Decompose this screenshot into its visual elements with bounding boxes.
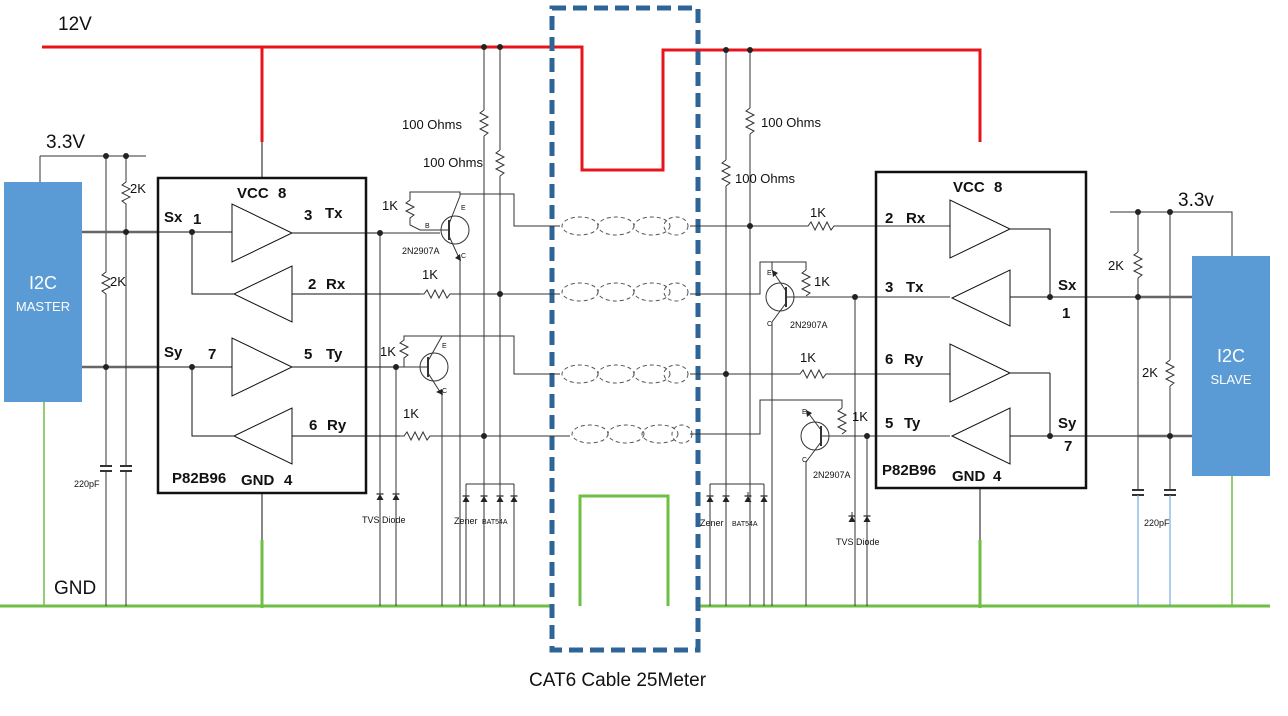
left-res-100-b: 100 Ohms	[423, 155, 483, 170]
right-pin-rx: Rx	[906, 210, 926, 227]
left-pullup-mid-label: 2K	[110, 274, 126, 289]
left-bat-label: BAT54A	[482, 519, 508, 526]
left-pin-tx: Tx	[325, 205, 343, 222]
left-pin-ty-num: 5	[304, 346, 312, 363]
label-left-3v3: 3.3V	[46, 132, 85, 153]
left-vcc-pin: 8	[278, 185, 286, 202]
right-cap-label: 220pF	[1144, 518, 1170, 528]
left-vcc-label: VCC	[237, 185, 269, 202]
left-gnd-pin: 4	[284, 472, 293, 489]
left-tvs-label: TVS Diode	[362, 515, 406, 525]
cable-caption: CAT6 Cable 25Meter	[529, 670, 707, 691]
right-chip-name: P82B96	[882, 462, 936, 479]
right-pin-ry: Ry	[904, 351, 924, 368]
right-tvs-label: TVS Diode	[836, 537, 880, 547]
right-pin-ty: Ty	[904, 415, 921, 432]
left-pin-e: E	[461, 205, 466, 212]
slave-label-line2: SLAVE	[1211, 372, 1252, 387]
twisted-pairs	[561, 216, 693, 444]
right-gnd-pin: 4	[993, 468, 1002, 485]
right-res-1k-b: 1K	[814, 274, 830, 289]
right-res-100-a: 100 Ohms	[761, 115, 821, 130]
right-pin-rx-num: 2	[885, 210, 893, 227]
right-gnd-label: GND	[952, 468, 986, 485]
right-transistor-a-label: 2N2907A	[790, 320, 828, 330]
right-buffer-network	[690, 50, 950, 606]
ground-rail	[0, 402, 1270, 608]
left-signal-lines	[82, 230, 158, 369]
right-pin-e: E	[767, 270, 772, 277]
right-res-100-b: 100 Ohms	[735, 171, 795, 186]
cat6-cable-boundary	[549, 5, 701, 653]
power-12v-rail	[42, 45, 982, 172]
right-p82b96-chip	[874, 170, 1088, 490]
left-pin-rx-num: 2	[308, 276, 316, 293]
left-res-100-a: 100 Ohms	[402, 117, 462, 132]
master-label-line2: MASTER	[16, 299, 70, 314]
left-pin-sx: Sx	[164, 209, 183, 226]
right-pin-sx: Sx	[1058, 277, 1077, 294]
left-pin-c2: C	[442, 388, 447, 395]
left-gnd-label: GND	[241, 472, 275, 489]
i2c-slave-module	[1192, 256, 1270, 476]
right-pin-ry-num: 6	[885, 351, 893, 368]
right-res-1k-c: 1K	[800, 350, 816, 365]
left-pin-ty: Ty	[326, 346, 343, 363]
right-diodes	[705, 491, 872, 523]
right-zener-label: Zener	[700, 518, 724, 528]
right-pullup-a-label: 2K	[1108, 258, 1124, 273]
label-gnd: GND	[54, 578, 96, 599]
left-res-1k-b: 1K	[422, 267, 438, 282]
right-bat-label: BAT54A	[732, 521, 758, 528]
right-res-1k-a: 1K	[810, 205, 826, 220]
right-vcc-pin: 8	[994, 179, 1002, 196]
left-pin-sy: Sy	[164, 344, 183, 361]
left-pin-ry: Ry	[327, 417, 347, 434]
left-cap-label: 220pF	[74, 479, 100, 489]
left-pin-ry-num: 6	[309, 417, 317, 434]
right-res-1k-d: 1K	[852, 409, 868, 424]
slave-label-line1: I2C	[1217, 346, 1245, 366]
left-res-1k-c: 1K	[380, 344, 396, 359]
left-p82b96-chip	[156, 176, 368, 495]
left-chip-name: P82B96	[172, 470, 226, 487]
left-transistor-label: 2N2907A	[402, 246, 440, 256]
left-buffer-network	[379, 47, 570, 606]
label-12v: 12V	[58, 14, 92, 35]
label-right-3v3: 3.3v	[1178, 190, 1214, 211]
left-pin-c: C	[461, 253, 466, 260]
right-pin-tx: Tx	[906, 279, 924, 296]
left-pin-b: B	[425, 223, 430, 230]
left-zener-label: Zener	[454, 516, 478, 526]
right-pin-tx-num: 3	[885, 279, 893, 296]
right-pin-ty-num: 5	[885, 415, 893, 432]
i2c-master-module	[4, 182, 82, 402]
left-pin-tx-num: 3	[304, 207, 312, 224]
right-pullup-b-label: 2K	[1142, 365, 1158, 380]
left-res-1k-a: 1K	[382, 198, 398, 213]
left-pin-sx-num: 1	[193, 211, 201, 228]
right-vcc-label: VCC	[953, 179, 985, 196]
left-pin-rx: Rx	[326, 276, 346, 293]
right-pin-sy: Sy	[1058, 415, 1077, 432]
right-transistor-b-label: 2N2907A	[813, 470, 851, 480]
left-res-1k-d: 1K	[403, 406, 419, 421]
right-pin-c: C	[767, 321, 772, 328]
left-pin-e2: E	[442, 343, 447, 350]
right-pin-sx-num: 1	[1062, 305, 1070, 322]
right-pin-c2: C	[802, 457, 807, 464]
right-pin-e2: E	[802, 409, 807, 416]
left-diodes	[375, 489, 519, 503]
left-pin-sy-num: 7	[208, 346, 216, 363]
master-label-line1: I2C	[29, 273, 57, 293]
left-pullup-top-label: 2K	[130, 181, 146, 196]
right-pin-sy-num: 7	[1064, 438, 1072, 455]
